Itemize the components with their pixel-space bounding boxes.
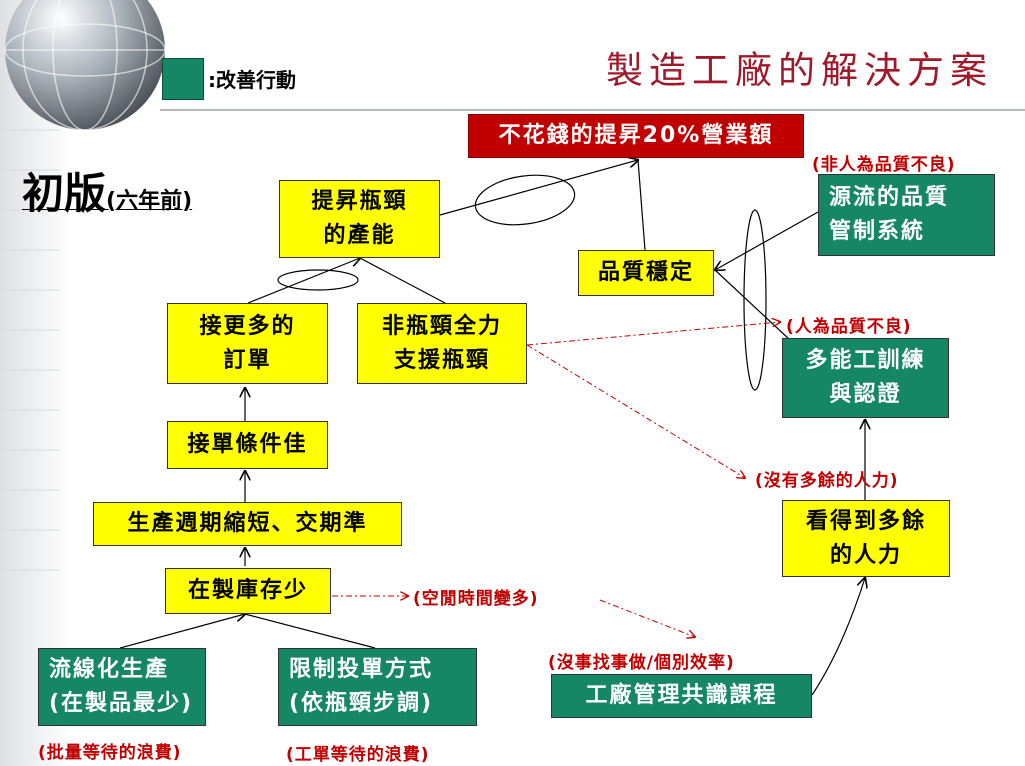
- note-human-quality: (人為品質不良): [786, 317, 912, 337]
- dashed-support-noextra: [526, 344, 745, 478]
- edge-quality-goal: [637, 159, 646, 251]
- more-orders-box: 接更多的 訂單: [167, 303, 328, 384]
- wip-low-box: 在製庫存少: [165, 568, 331, 614]
- dispatch-method-box: 限制投單方式 (依瓶頸步調): [278, 648, 477, 726]
- page-title: 製造工廠的解決方案: [606, 49, 993, 92]
- globe-icon: [4, 0, 166, 131]
- version-main: 初版: [22, 169, 107, 218]
- edge-support-bottleneck: [359, 257, 446, 304]
- edge-dispatch-wip: [244, 613, 376, 649]
- quality-stable-box: 品質穩定: [578, 250, 714, 296]
- and-connector-mid: [277, 269, 359, 291]
- and-connector-top: [474, 174, 576, 226]
- cycle-time-box: 生產週期縮短、交期準: [93, 502, 402, 546]
- edge-bottleneck-goal: [439, 160, 638, 216]
- support-bottleneck-box: 非瓶頸全力 支援瓶頸: [357, 303, 527, 384]
- bottleneck-capacity-box: 提昇瓶頸 的產能: [279, 180, 440, 258]
- dashed-idle-busywork: [599, 599, 695, 637]
- goal-box: 不花錢的提昇20%營業額: [468, 114, 804, 158]
- edge-course-extrapeople: [811, 578, 865, 696]
- legend-label: :改善行動: [208, 68, 296, 92]
- flow-production-box: 流線化生產 (在製品最少): [38, 648, 206, 726]
- edge-flow-wip: [119, 614, 245, 649]
- note-order-wait: (工單等待的浪費): [286, 745, 430, 765]
- source-qc-box: 源流的品質 管制系統: [818, 174, 995, 256]
- and-connector-right: [743, 209, 767, 391]
- note-non-human-quality: (非人為品質不良): [812, 155, 956, 175]
- edge-moreorders-bottleneck: [247, 258, 360, 304]
- version-sub: (六年前): [106, 189, 193, 214]
- dashed-support-human: [526, 322, 780, 346]
- note-no-extra-people: (沒有多餘的人力): [755, 471, 899, 491]
- note-busywork: (沒事找事做/個別效率): [548, 653, 735, 673]
- legend-swatch: [162, 58, 204, 100]
- mgmt-course-box: 工廠管理共識課程: [551, 674, 812, 718]
- multiskill-training-box: 多能工訓練 與認證: [782, 338, 949, 418]
- note-batch-wait: (批量等待的浪費): [38, 743, 182, 763]
- edge-sourceqc-quality: [715, 211, 819, 270]
- extra-people-box: 看得到多餘 的人力: [782, 500, 950, 577]
- note-idle-time: (空閒時間變多): [413, 589, 539, 609]
- edge-multiskill-quality: [714, 269, 791, 341]
- order-terms-box: 接單條件佳: [167, 421, 328, 469]
- version-label: 初版(六年前): [22, 160, 192, 221]
